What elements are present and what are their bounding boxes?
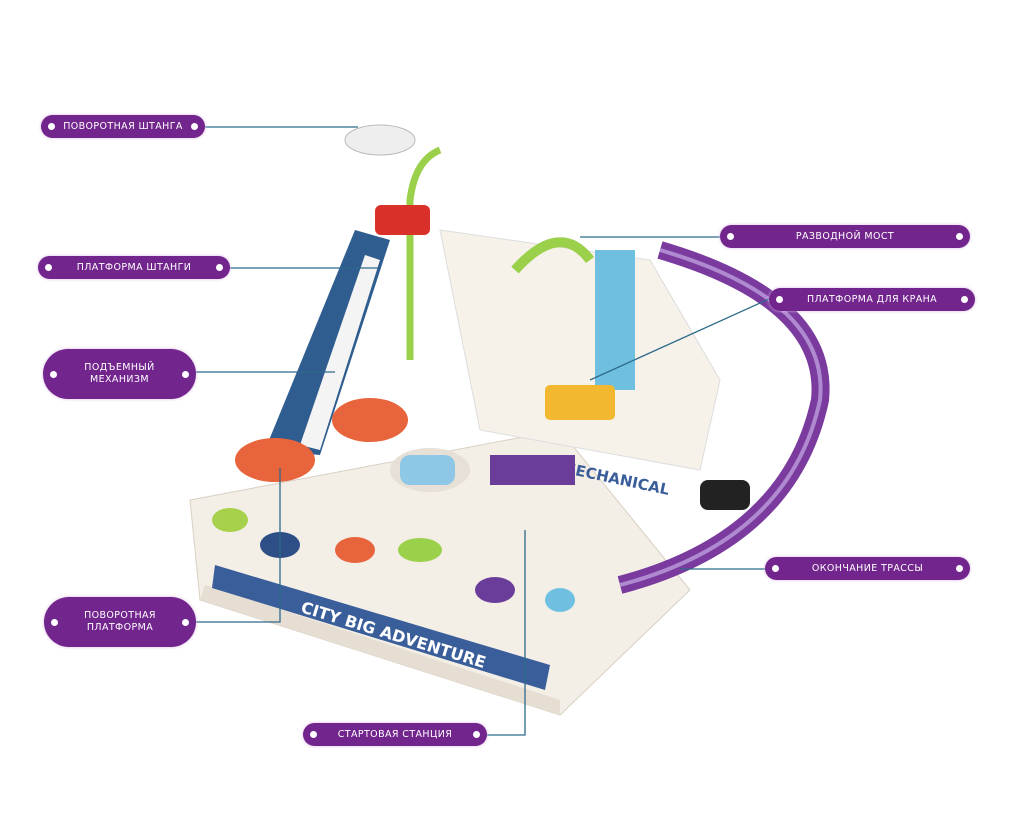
helicopter	[344, 124, 416, 156]
label-text: ПЛАТФОРМА ШТАНГИ	[76, 261, 192, 273]
label-arm-platform: ПЛАТФОРМА ШТАНГИ	[38, 256, 230, 279]
bus	[545, 385, 615, 420]
red-car	[375, 205, 430, 235]
label-text: ПЛАТФОРМА	[86, 622, 154, 633]
leader-lines	[196, 126, 770, 736]
label-text: ПОДЪЕМНЫЙ	[84, 362, 155, 373]
toy-base	[189, 429, 691, 716]
label-text: ПОВОРОТНАЯ ШТАНГА	[63, 120, 183, 132]
label-rotating-arm: ПОВОРОТНАЯ ШТАНГА	[41, 115, 205, 138]
start-station	[490, 455, 575, 485]
blue-car	[400, 455, 455, 485]
rotating-arm	[406, 146, 442, 360]
label-drawbridge: РАЗВОДНОЙ МОСТ	[720, 225, 970, 248]
label-text: ПЛАТФОРМА ДЛЯ КРАНА	[806, 293, 938, 305]
label-text: МЕХАНИЗМ	[90, 374, 149, 385]
label-crane-platform: ПЛАТФОРМА ДЛЯ КРАНА	[769, 288, 975, 311]
police-car	[700, 480, 750, 510]
drawbridge	[511, 237, 594, 274]
label-text: СТАРТОВАЯ СТАНЦИЯ	[337, 728, 453, 740]
label-track-end: ОКОНЧАНИЕ ТРАССЫ	[765, 557, 970, 580]
banner-strip	[212, 565, 550, 690]
crane	[595, 250, 635, 390]
label-text: ОКОНЧАНИЕ ТРАССЫ	[811, 562, 924, 574]
label-start-station: СТАРТОВАЯ СТАНЦИЯ	[303, 723, 487, 746]
label-text: РАЗВОДНОЙ МОСТ	[795, 230, 895, 242]
rotating-platform	[235, 438, 315, 482]
label-text: ПОВОРОТНАЯ	[84, 610, 156, 621]
